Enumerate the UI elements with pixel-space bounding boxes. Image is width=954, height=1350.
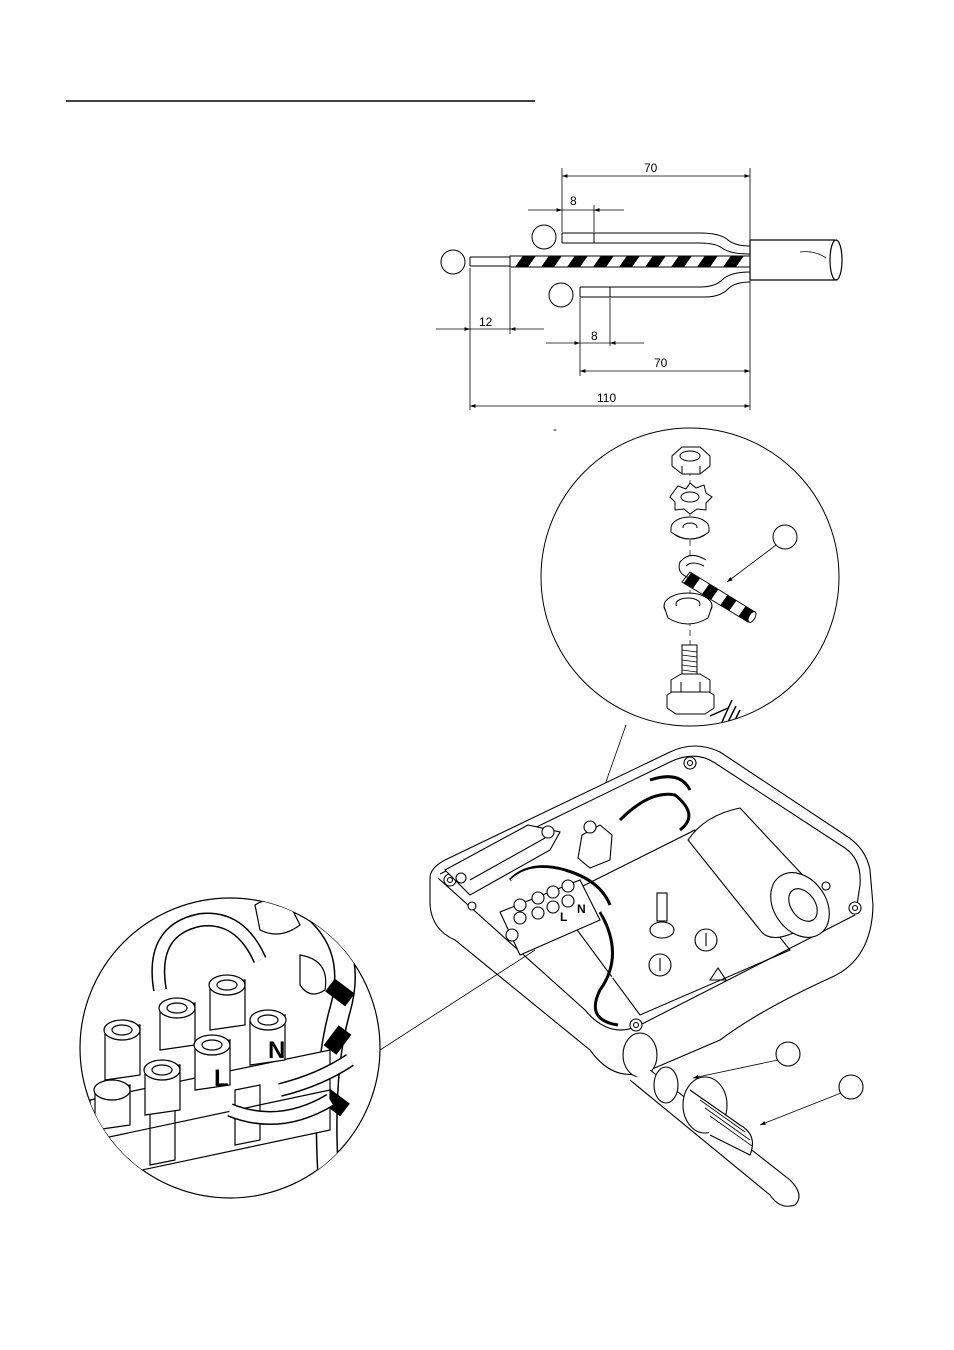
dim-label-12: 12 (479, 315, 493, 329)
cable-sheath (750, 240, 835, 280)
callout-circle-seal (776, 1042, 800, 1066)
leader-zoom-to-terminals (380, 950, 535, 1050)
housing-live-label: L (560, 910, 567, 924)
bottom-conductor (580, 272, 750, 287)
callout-circle-gland (839, 1075, 863, 1099)
callout-circle-top (532, 225, 556, 249)
dim-label-bottom-8: 8 (591, 329, 598, 343)
callout-circle-bolt (773, 525, 797, 549)
housing-neutral-label: N (577, 902, 586, 916)
callout-circle-earth (441, 250, 465, 274)
terminal-zoom-detail (80, 898, 380, 1200)
dim-label-top-70: 70 (644, 161, 658, 175)
dim-label-bottom-70: 70 (654, 356, 668, 370)
zoom-live-label: L (214, 1065, 229, 1092)
cup-washer (664, 593, 712, 624)
cable-prep-drawing (436, 168, 842, 410)
center-mark: - (553, 422, 557, 436)
earth-conductor (510, 256, 750, 267)
dim-label-110: 110 (597, 391, 616, 405)
zoom-neutral-label: N (268, 1037, 285, 1064)
hex-nut (672, 447, 710, 474)
earth-bare (470, 257, 510, 266)
flat-washer (671, 517, 709, 539)
top-conductor (562, 233, 750, 246)
dim-label-top-8: 8 (570, 194, 577, 208)
cable-sheath-end (830, 240, 842, 280)
earth-bolt-detail (541, 428, 839, 726)
callout-circle-bottom (549, 283, 573, 307)
junction-housing (430, 746, 873, 1206)
